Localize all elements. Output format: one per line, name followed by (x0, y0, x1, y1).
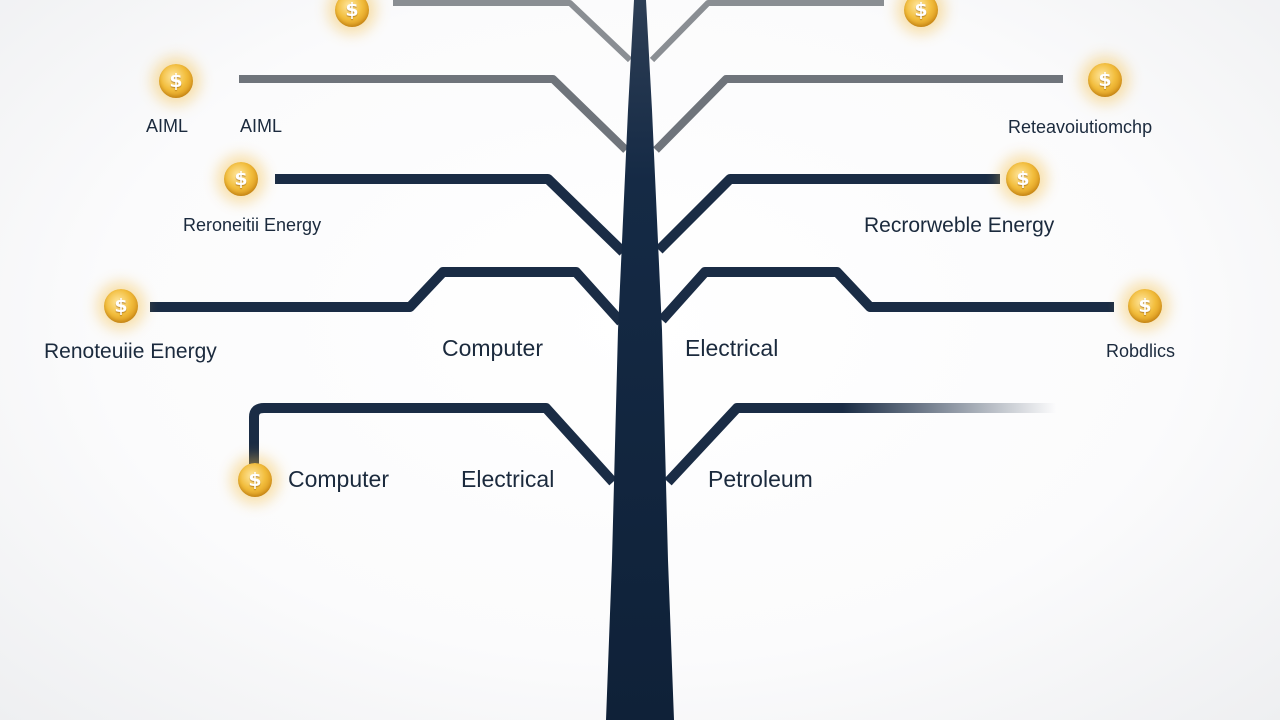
label-renewable-upper-left: Reroneitii Energy (183, 215, 322, 235)
label-electrical-lower: Electrical (461, 466, 555, 492)
label-renewable-right: Recrorweble Energy (864, 214, 1055, 237)
branch-lower-left (249, 403, 617, 486)
label-retro-right: Reteavoiutiomchp (1008, 117, 1153, 137)
branch-renewable-upper-left (275, 174, 627, 256)
coin-icon: $ (335, 0, 369, 27)
label-aiml-left: AIML (146, 116, 189, 136)
trunk (606, 0, 674, 720)
label-petroleum-lower: Petroleum (708, 466, 813, 492)
coin-icon: $ (904, 0, 938, 27)
label-electrical-center: Electrical (685, 335, 779, 361)
branch-renewable-right (655, 174, 1000, 254)
coin-icon: $ (1006, 162, 1040, 196)
coin-icon: $ (238, 463, 272, 497)
branch-petroleum (664, 403, 1056, 486)
label-aiml-right: AIML (240, 116, 283, 136)
label-computer-center: Computer (442, 335, 543, 361)
branch-aiml (239, 75, 629, 153)
branch-top-right (649, 0, 884, 63)
branch-electrical-robotics (658, 267, 1114, 324)
coin-icon: $ (1088, 63, 1122, 97)
branch-top-left (393, 0, 633, 63)
branch-computer-center (150, 267, 625, 326)
coin-icon: $ (1128, 289, 1162, 323)
label-renewable-lower-left: Renoteuiie Energy (44, 340, 217, 363)
coin-icon: $ (224, 162, 258, 196)
branch-retro (653, 75, 1063, 153)
label-computer-lower: Computer (288, 466, 389, 492)
coin-icon: $ (159, 64, 193, 98)
label-robotics-right: Robdlics (1106, 341, 1176, 361)
coin-icon: $ (104, 289, 138, 323)
